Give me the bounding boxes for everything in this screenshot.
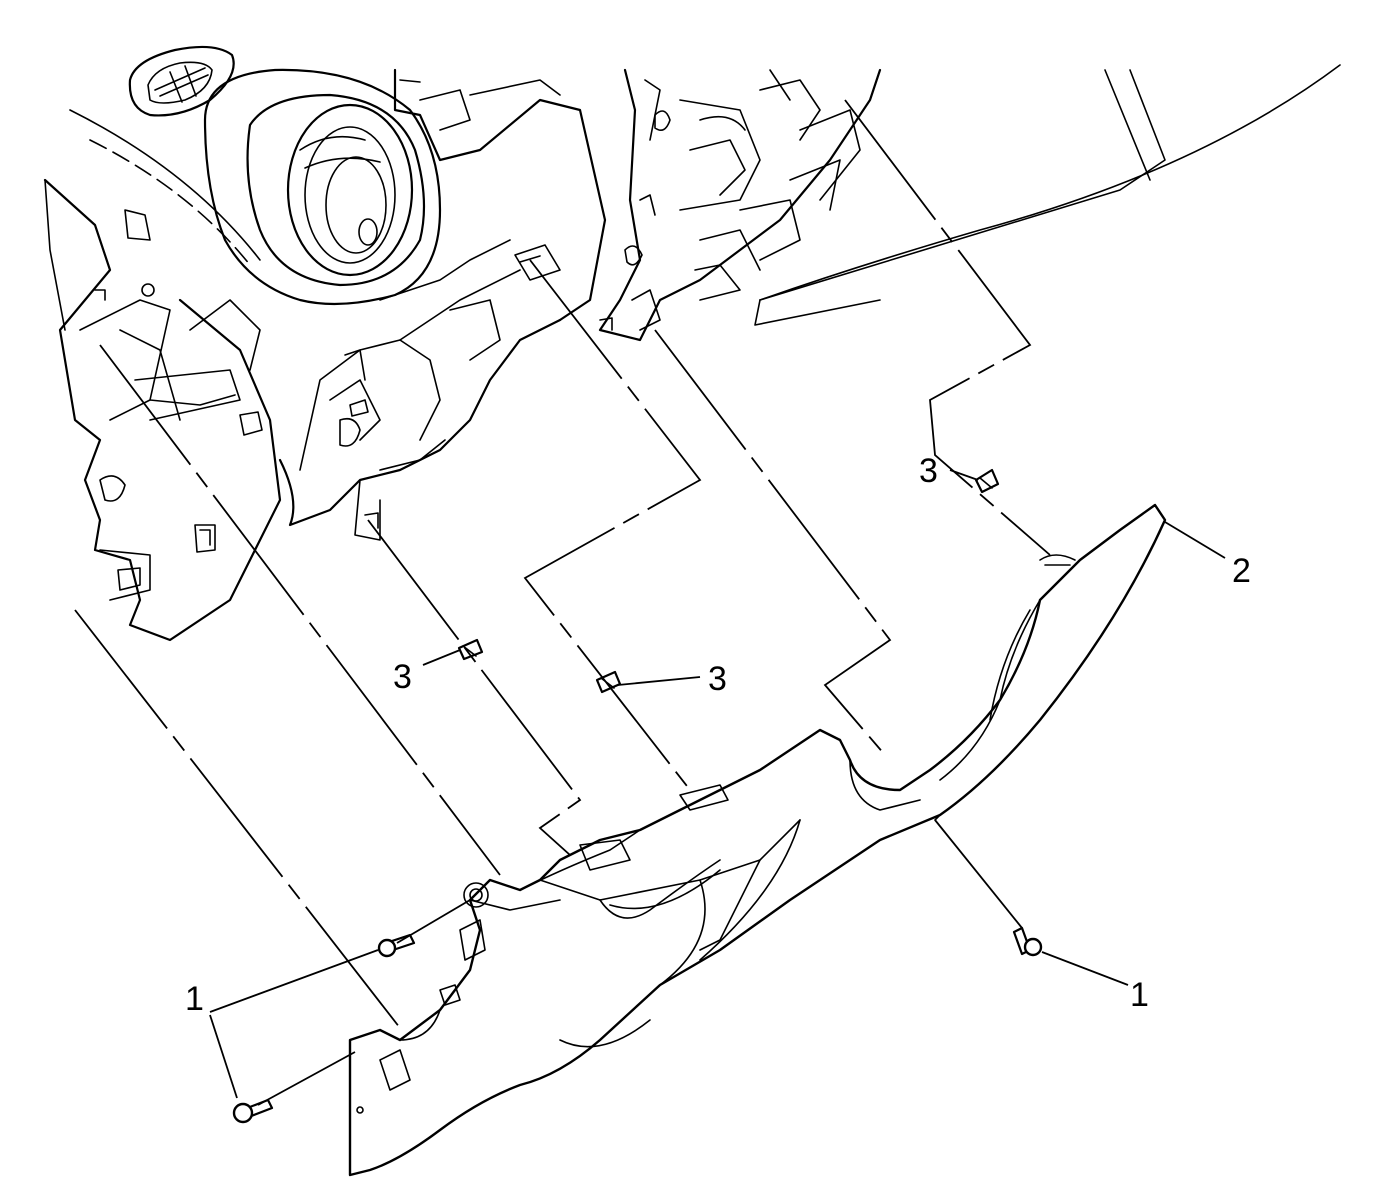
right-support-structure [598,68,882,342]
callout-1-left: 1 [185,980,204,1018]
air-vent-upper-left [128,45,235,117]
left-support-bracket [43,178,282,642]
callout-1-right: 1 [1130,976,1149,1014]
callout-3-upper-right: 3 [919,452,938,490]
bolt-icon [1012,926,1043,957]
knee-bolster-panel [348,503,1167,1177]
callout-2: 2 [1232,552,1251,590]
callout-3-left: 3 [393,658,412,696]
bolt-icon [232,1098,274,1124]
callout-3-center: 3 [708,660,727,698]
clip-icon [974,468,1000,494]
bolt-icon [377,933,416,958]
instrument-panel-carrier [43,45,1341,642]
alignment-lines [74,99,1051,1106]
callout-leaders [209,469,1226,1099]
center-support-bracket [278,239,562,541]
air-vent-round [203,68,442,306]
